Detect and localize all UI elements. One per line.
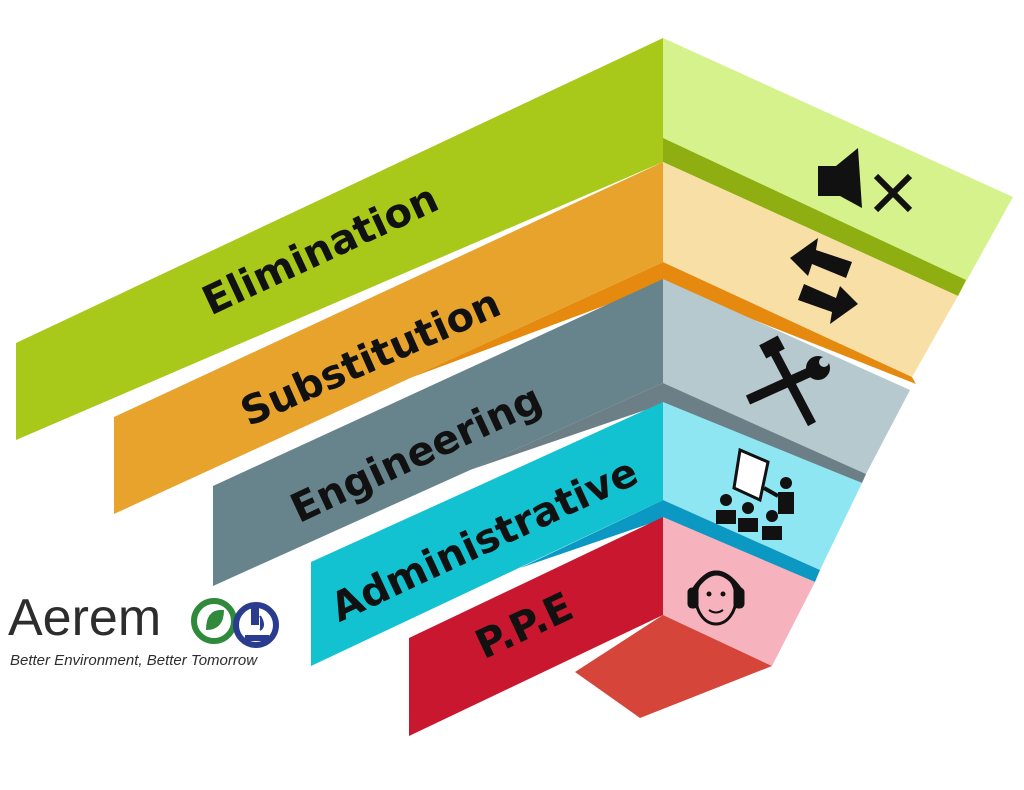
substitution-front-face xyxy=(114,162,663,514)
administrative-front-face xyxy=(311,402,663,666)
mute-speaker-icon xyxy=(818,148,913,213)
level-elimination: Elimination xyxy=(16,38,1013,440)
elimination-bottom-edge xyxy=(663,138,966,296)
microscope-circle-icon xyxy=(233,602,279,648)
engineering-bottom-edge xyxy=(470,383,866,483)
leaf-circle-icon xyxy=(191,598,237,644)
level-substitution: Substitution xyxy=(114,162,958,514)
aerem-logo: Aerem Better Environment, Better Tomorro… xyxy=(8,589,279,669)
logo-wordmark: Aerem xyxy=(8,589,161,647)
ear-protection-face-icon xyxy=(687,570,745,626)
engineering-front-face xyxy=(213,279,663,586)
tools-icon xyxy=(745,335,830,427)
substitution-side-face xyxy=(663,162,958,377)
training-meeting-icon xyxy=(716,447,794,540)
swap-arrows-icon xyxy=(790,238,858,324)
ppe-front-face xyxy=(409,517,663,736)
elimination-front-face xyxy=(16,38,663,440)
ppe-bottom-face xyxy=(575,615,772,718)
administrative-bottom-edge xyxy=(520,500,820,582)
logo-tagline: Better Environment, Better Tomorrow xyxy=(10,652,258,669)
